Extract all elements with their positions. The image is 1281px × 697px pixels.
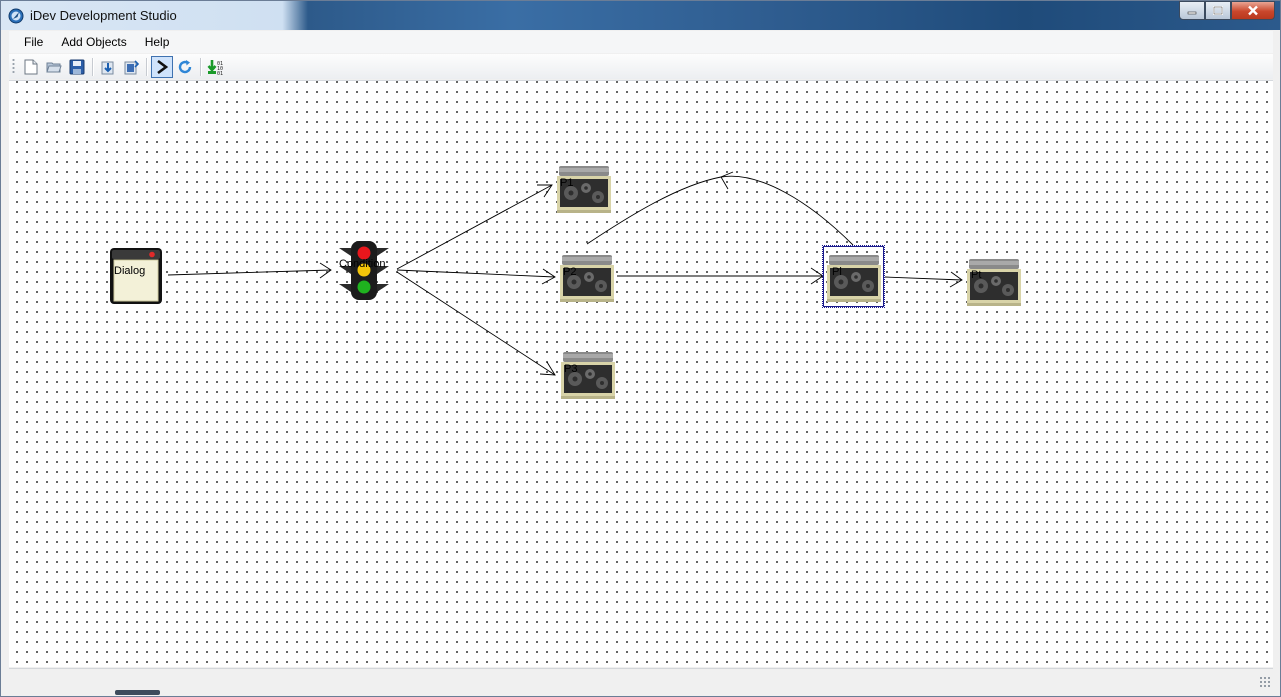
- node-condition[interactable]: Condition: [337, 238, 391, 302]
- export-button[interactable]: [120, 56, 142, 78]
- node-pl-label: Pl: [832, 266, 842, 278]
- title-bar[interactable]: iDev Development Studio: [1, 1, 1280, 30]
- node-p3-label: P3: [564, 363, 578, 375]
- arrowhead: [539, 361, 556, 376]
- save-disk-icon: [69, 59, 85, 74]
- edge-pl-pt[interactable]: [884, 276, 963, 281]
- maximize-button[interactable]: [1205, 1, 1231, 20]
- traffic-light-icon: [339, 241, 389, 300]
- node-p1-label: P1: [560, 177, 574, 189]
- download-icon: [101, 61, 114, 74]
- app-logo-icon: [8, 8, 24, 24]
- edge-dialog-condition[interactable]: [167, 269, 332, 276]
- svg-text:10: 10: [217, 66, 223, 72]
- svg-text:01: 01: [217, 61, 223, 67]
- import-button[interactable]: [97, 56, 119, 78]
- new-document-icon: [24, 59, 38, 74]
- node-p2-label: P2: [563, 266, 577, 278]
- arrowhead: [319, 262, 332, 279]
- pointer-tool-button[interactable]: [151, 55, 173, 78]
- diagram-edges: [167, 171, 963, 376]
- node-dialog[interactable]: Dialog: [107, 245, 165, 307]
- arrowhead: [810, 267, 824, 285]
- menu-file[interactable]: File: [24, 35, 44, 49]
- svg-text:01: 01: [217, 71, 223, 75]
- dialog-window-icon: [110, 248, 162, 304]
- window-controls: [1179, 1, 1275, 20]
- save-file-button[interactable]: [66, 56, 88, 78]
- node-pt-label: Pt: [971, 269, 982, 281]
- resize-grip-icon[interactable]: [1259, 676, 1271, 688]
- node-p1[interactable]: P1: [555, 164, 613, 214]
- maximize-icon: [1213, 6, 1223, 15]
- minimize-icon: [1187, 11, 1197, 14]
- process-gears-icon: [561, 352, 615, 399]
- node-dialog-label: Dialog: [114, 265, 146, 277]
- toolbar-separator: [146, 57, 147, 76]
- window-title: iDev Development Studio: [30, 8, 177, 23]
- node-condition-label: Condition: [339, 258, 386, 270]
- upload-icon: [124, 59, 139, 74]
- process-gears-icon: [557, 166, 611, 213]
- menu-help[interactable]: Help: [144, 35, 170, 49]
- minimize-button[interactable]: [1179, 1, 1205, 20]
- menu-add-objects[interactable]: Add Objects: [61, 35, 127, 49]
- arrowhead: [720, 171, 734, 190]
- chevron-right-icon: [157, 59, 169, 74]
- arrowhead: [537, 184, 553, 198]
- refresh-button[interactable]: [174, 56, 196, 78]
- menu-bar: File Add Objects Help: [9, 31, 1273, 53]
- process-gears-icon: [560, 255, 614, 302]
- process-gears-icon: [827, 255, 881, 302]
- status-bar: [9, 668, 1273, 690]
- node-pl[interactable]: Pl: [822, 245, 885, 308]
- open-folder-icon: [46, 62, 62, 72]
- toolbar-grip[interactable]: [12, 58, 15, 75]
- refresh-icon: [178, 59, 192, 73]
- taskbar-fragment: [115, 690, 160, 695]
- arrowhead: [949, 271, 963, 288]
- process-gears-icon: [967, 259, 1021, 306]
- toolbar-separator: [92, 57, 93, 76]
- toolbar-separator: [200, 57, 201, 76]
- close-icon: [1248, 5, 1258, 16]
- close-button[interactable]: [1231, 1, 1275, 20]
- new-file-button[interactable]: [20, 56, 42, 78]
- node-p2[interactable]: P2: [558, 253, 616, 303]
- node-p3[interactable]: P3: [559, 350, 617, 400]
- open-file-button[interactable]: [43, 56, 65, 78]
- diagram-canvas[interactable]: Dialog Condition: [9, 80, 1273, 667]
- edge-pl-p2-curved[interactable]: [586, 175, 854, 246]
- arrowhead: [541, 268, 556, 285]
- edge-condition-p3[interactable]: [396, 271, 556, 376]
- node-pt[interactable]: Pt: [965, 257, 1023, 307]
- edge-condition-p1[interactable]: [396, 184, 553, 270]
- edge-condition-p2[interactable]: [396, 269, 556, 278]
